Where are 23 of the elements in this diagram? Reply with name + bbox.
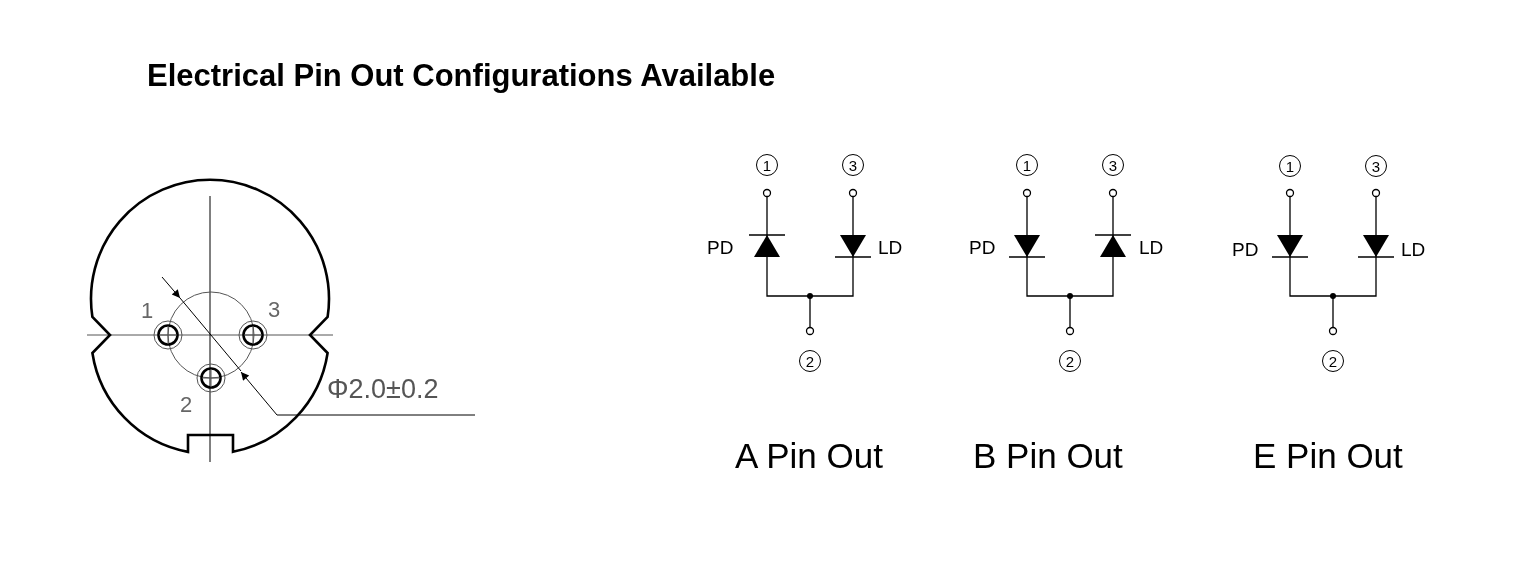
pin-number-label: 3 <box>268 299 281 321</box>
pin-number-label: 2 <box>180 394 193 416</box>
caption: E Pin Out <box>1253 438 1403 473</box>
pin-number: 1 <box>1279 155 1301 177</box>
component-label: PD <box>1232 240 1259 259</box>
component-label: LD <box>878 238 903 257</box>
component-label: LD <box>1401 240 1426 259</box>
caption: A Pin Out <box>735 438 883 473</box>
component-label: LD <box>1139 238 1164 257</box>
pin-number: 3 <box>1102 154 1124 176</box>
pin-number: 2 <box>799 350 821 372</box>
pin-number-label: 1 <box>141 300 154 322</box>
pin-number: 3 <box>1365 155 1387 177</box>
dimension-label: Φ2.0±0.2 <box>327 376 439 403</box>
component-label: PD <box>707 238 734 257</box>
caption: B Pin Out <box>973 438 1123 473</box>
pin-number: 1 <box>756 154 778 176</box>
pin-number: 1 <box>1016 154 1038 176</box>
title: Electrical Pin Out Configurations Available <box>147 60 776 91</box>
pin-number: 2 <box>1322 350 1344 372</box>
pin-number: 2 <box>1059 350 1081 372</box>
pin-number: 3 <box>842 154 864 176</box>
component-label: PD <box>969 238 996 257</box>
